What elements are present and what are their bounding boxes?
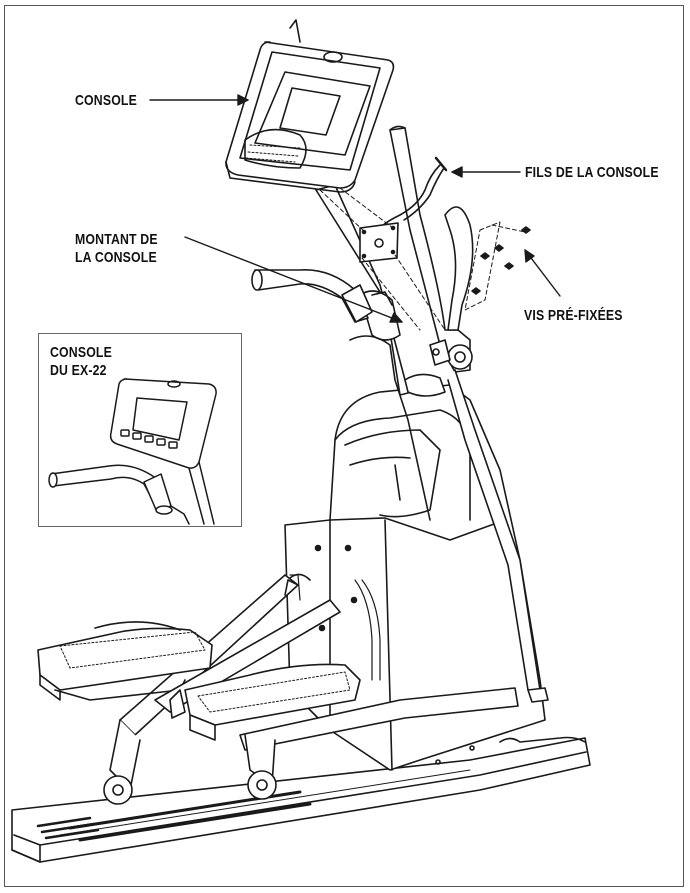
console-wires	[359, 156, 448, 263]
inner-details	[289, 574, 381, 681]
label-console: CONSOLE	[75, 92, 137, 109]
right-pedal-assembly	[154, 599, 519, 751]
console-unit	[225, 19, 395, 193]
base-rail	[11, 736, 591, 863]
inset-console-drawing	[48, 378, 217, 525]
preinstalled-screws	[471, 226, 531, 295]
arrows	[149, 94, 561, 323]
label-inset-line1: CONSOLE	[50, 344, 112, 361]
label-console-mast-line2: LA CONSOLE	[75, 249, 157, 266]
right-upper-arm	[389, 125, 549, 703]
exploded-guides	[319, 187, 526, 331]
label-console-mast-line1: MONTANT DE	[75, 231, 158, 248]
label-console-wires: FILS DE LA CONSOLE	[525, 164, 659, 181]
label-preinstalled-screws: VIS PRÉ-FIXÉES	[524, 307, 623, 324]
wheels	[103, 573, 311, 805]
label-inset-line2: DU EX-22	[50, 362, 107, 379]
left-upper-arm	[251, 269, 431, 521]
inset-console-ex22	[38, 333, 242, 527]
